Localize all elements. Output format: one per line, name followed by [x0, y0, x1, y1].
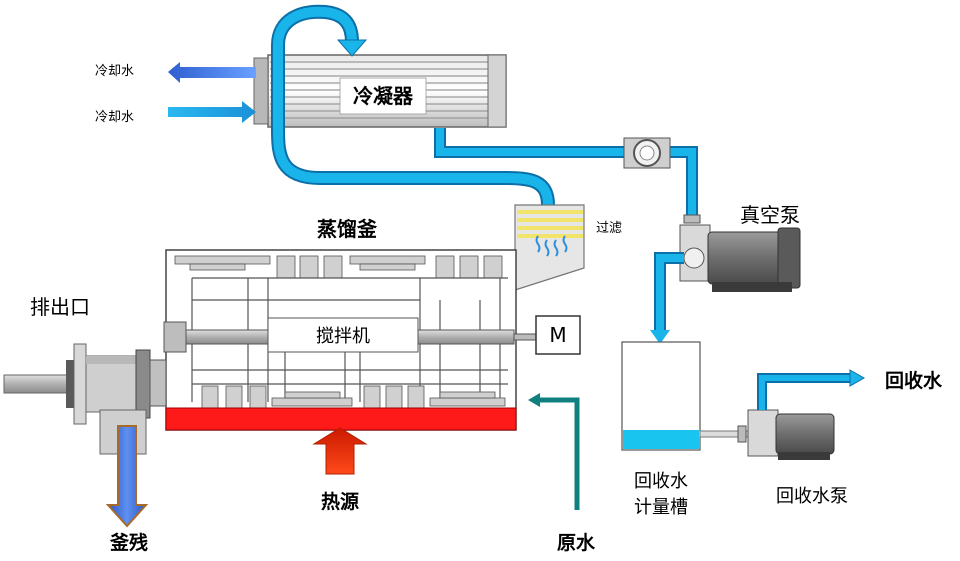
- vapor-pipe: [271, 4, 555, 212]
- metering-tank: [621, 341, 701, 451]
- motor: M: [513, 315, 581, 355]
- recovery-pipe-down: [650, 252, 684, 344]
- raw-water-pipe: [528, 393, 580, 510]
- filter: [514, 204, 585, 291]
- raw-water-label: 原水: [557, 532, 596, 554]
- recovery-pump-label: 回收水泵: [776, 486, 848, 507]
- check-valve: [683, 214, 701, 224]
- cooling-water-in-label: 冷却水: [95, 110, 134, 125]
- outlet-label: 排出口: [30, 295, 90, 319]
- heat-source-arrow: [312, 427, 368, 475]
- residue-arrow: [105, 425, 149, 528]
- vacuum-pump: [679, 224, 801, 292]
- cooling-water-in-arrow: [168, 101, 256, 123]
- residue-label: 釜残: [109, 531, 148, 554]
- recovered-water-label: 回收水: [885, 369, 943, 392]
- metering-tank-label-line1: 回收水: [634, 471, 688, 492]
- cooling-water-out-label: 冷却水: [95, 64, 134, 79]
- cooling-water-out-arrow: [168, 62, 256, 83]
- filter-label: 过滤: [596, 221, 622, 236]
- condenser: 冷凝器: [253, 54, 507, 128]
- outlet: [3, 343, 167, 455]
- recovery-water-pump: [747, 409, 835, 460]
- agitator-box: 搅拌机: [267, 317, 419, 353]
- still-label: 蒸馏釜: [317, 217, 378, 241]
- tank-to-pump-pipe: [699, 425, 749, 443]
- agitator-label: 搅拌机: [316, 326, 370, 347]
- metering-tank-label-line2: 计量槽: [634, 497, 688, 518]
- recovered-water-pipe: [757, 369, 866, 410]
- steam-icon: [535, 235, 568, 257]
- vacuum-pump-label: 真空泵: [740, 203, 800, 227]
- condenser-label: 冷凝器: [353, 84, 414, 108]
- heat-source-label: 热源: [321, 490, 359, 513]
- motor-label: M: [549, 323, 566, 347]
- sight-glass-valve: [623, 137, 671, 169]
- condensate-pipe: [434, 128, 698, 215]
